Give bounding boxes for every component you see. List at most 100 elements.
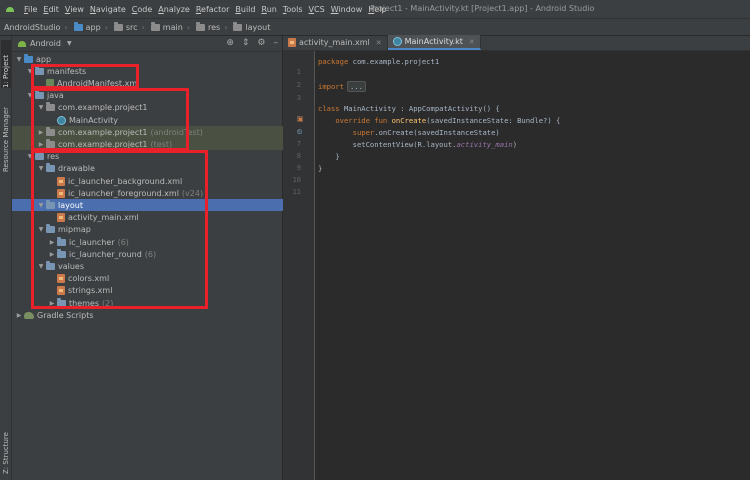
package-icon	[46, 102, 55, 112]
breadcrumb-item-src[interactable]: src›	[113, 21, 150, 32]
tree-item-label: ic_launcher_foreground.xml	[68, 188, 179, 198]
line-number: 3	[296, 94, 301, 102]
menu-edit[interactable]: Edit	[43, 4, 59, 14]
chevron-right-icon[interactable]: ▶	[49, 238, 55, 246]
package-icon	[46, 138, 55, 148]
folder-icon	[57, 297, 66, 307]
code-line-11: }	[318, 163, 323, 173]
xml-file-icon	[57, 176, 65, 186]
chevron-down-icon[interactable]: ▼	[27, 153, 33, 161]
xml-file-icon	[57, 188, 65, 198]
activity-gutter-icon[interactable]: ▣	[297, 115, 304, 123]
menu-build[interactable]: Build	[235, 4, 256, 14]
menu-window[interactable]: Window	[330, 4, 363, 14]
line-number: 10	[292, 176, 301, 184]
folder-icon	[46, 260, 55, 270]
tree-item[interactable]: ▼values	[12, 260, 283, 272]
chevron-down-icon[interactable]: ▼	[38, 165, 44, 173]
code-line-1: package com.example.project1	[318, 56, 440, 66]
tree-item[interactable]: ▼ mipmap	[12, 224, 283, 236]
menu-vcs[interactable]: VCS	[308, 4, 325, 14]
breadcrumb-item-androidstudio[interactable]: AndroidStudio›	[4, 22, 68, 32]
tree-item[interactable]: ▶com.example.project1(androidTest)	[12, 126, 283, 139]
chevron-down-icon[interactable]: ▼	[27, 67, 33, 75]
line-number: 9	[296, 164, 301, 172]
override-gutter-icon[interactable]: ⊙	[297, 128, 303, 136]
menu-tools[interactable]: Tools	[282, 4, 303, 14]
xml-file-icon	[288, 38, 296, 47]
tree-item-label: mipmap	[58, 225, 91, 235]
tree-item[interactable]: ▼app	[12, 53, 283, 65]
breadcrumb-item-app[interactable]: app›	[73, 21, 113, 32]
tree-item[interactable]: ▼com.example.project1	[12, 102, 283, 114]
tree-item[interactable]: ▶themes(2)	[12, 297, 283, 309]
hide-panel-icon[interactable]: –	[273, 38, 279, 48]
folder-icon	[35, 65, 44, 75]
tree-item[interactable]: ic_launcher_foreground.xml(v24)	[12, 187, 283, 199]
folder-icon	[35, 151, 44, 161]
chevron-down-icon[interactable]: ▼	[16, 55, 22, 63]
structure-tool-tab[interactable]: Z: Structure	[2, 432, 10, 474]
tree-item[interactable]: ▶Gradle Scripts	[12, 309, 283, 321]
close-icon[interactable]: ✕	[468, 37, 475, 46]
tree-item[interactable]: ▼layout	[12, 199, 283, 212]
folded-imports[interactable]: ...	[346, 80, 366, 92]
line-number: 2	[296, 81, 301, 89]
gear-icon[interactable]: ⚙	[257, 38, 266, 48]
tree-item[interactable]: strings.xml	[12, 285, 283, 297]
menu-code[interactable]: Code	[131, 4, 153, 14]
tree-item[interactable]: MainActivity	[12, 114, 283, 126]
tree-item[interactable]: ▶ic_launcher_round(6)	[12, 248, 283, 260]
tree-item-suffix: (6)	[117, 237, 129, 247]
tree-item[interactable]: ic_launcher_background.xml	[12, 175, 283, 187]
chevron-down-icon[interactable]: ▼	[27, 92, 33, 100]
manifest-file-icon	[46, 78, 54, 88]
tab-mainactivity-kt[interactable]: MainActivity.kt ✕	[387, 35, 481, 50]
line-number: 11	[292, 188, 301, 196]
menu-navigate[interactable]: Navigate	[89, 4, 126, 14]
menu-file[interactable]: File	[24, 4, 38, 14]
tab-activity-main-xml[interactable]: activity_main.xml ✕	[283, 35, 388, 50]
tree-item[interactable]: ▼ drawable	[12, 163, 283, 175]
menu-run[interactable]: Run	[261, 4, 277, 14]
menu-analyze[interactable]: Analyze	[158, 4, 190, 14]
tree-item-suffix: (test)	[150, 139, 173, 149]
tree-item[interactable]: colors.xml	[12, 273, 283, 285]
tree-item[interactable]: ▶com.example.project1(test)	[12, 138, 283, 151]
tree-item[interactable]: ▼res	[12, 151, 283, 163]
collapse-all-icon[interactable]: ⇕	[241, 38, 250, 48]
tree-item[interactable]: ▼manifests	[12, 65, 283, 77]
chevron-right-icon[interactable]: ▶	[16, 311, 22, 319]
menu-refactor[interactable]: Refactor	[195, 4, 230, 14]
chevron-right-icon[interactable]: ▶	[49, 299, 55, 307]
breadcrumb-item-res[interactable]: res›	[195, 21, 232, 32]
project-view-selector[interactable]: Android ▼	[18, 39, 72, 48]
resource-manager-tool-tab[interactable]: Resource Manager	[2, 106, 10, 172]
locate-file-icon[interactable]: ⊕	[226, 38, 234, 48]
tree-item[interactable]: ▼java	[12, 90, 283, 102]
breadcrumb-item-layout[interactable]: layout	[232, 21, 270, 32]
tree-item[interactable]: AndroidManifest.xml	[12, 77, 283, 89]
chevron-down-icon[interactable]: ▼	[38, 201, 44, 209]
chevron-down-icon[interactable]: ▼	[38, 226, 44, 234]
menu-view[interactable]: View	[64, 4, 84, 14]
android-icon	[18, 40, 26, 47]
chevron-down-icon[interactable]: ▼	[38, 104, 44, 112]
tree-item-label: drawable	[58, 164, 95, 174]
chevron-right-icon[interactable]: ▶	[49, 250, 55, 258]
tree-item[interactable]: ▶ic_launcher(6)	[12, 236, 283, 248]
folder-icon	[46, 199, 55, 209]
project-tool-tab[interactable]: 1: Project	[1, 40, 11, 88]
code-line-8: super.onCreate(savedInstanceState)	[352, 127, 500, 137]
chevron-right-icon[interactable]: ▶	[38, 128, 44, 136]
gradle-icon	[24, 311, 34, 319]
chevron-down-icon[interactable]: ▼	[38, 262, 44, 270]
close-icon[interactable]: ✕	[375, 38, 382, 47]
breadcrumb-item-main[interactable]: main›	[150, 21, 195, 32]
menu-help[interactable]: Help	[368, 4, 387, 14]
chevron-right-icon[interactable]: ▶	[38, 140, 44, 148]
tree-item[interactable]: activity_main.xml	[12, 212, 283, 224]
line-number: 7	[296, 140, 301, 148]
code-content[interactable]: package com.example.project1 import... c…	[318, 51, 750, 480]
code-line-3: import...	[318, 80, 366, 92]
